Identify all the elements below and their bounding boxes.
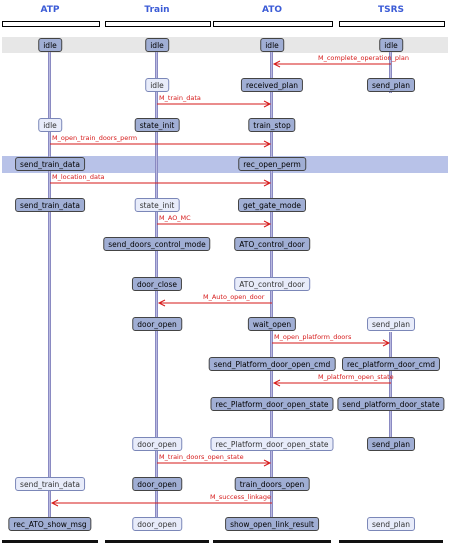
state-train-0: idle <box>145 38 169 52</box>
band-highlight <box>2 156 448 173</box>
state-tsrs-9: send_platform_door_state <box>337 397 445 411</box>
column-header-tsrs: TSRS <box>377 5 405 15</box>
message-arrowhead <box>272 379 281 387</box>
state-train-4: state_init <box>134 198 180 212</box>
state-train-2: state_init <box>134 118 180 132</box>
state-atp-3: send_train_data <box>15 157 85 171</box>
state-tsrs-10: send_plan <box>367 437 415 451</box>
state-ato-5: ATO_control_door <box>234 237 310 251</box>
message-label: M_location_data <box>52 173 105 181</box>
message-label: M_success_linkage <box>210 493 272 501</box>
message-arrowhead <box>50 499 59 507</box>
state-ato-10: rec_Platform_door_open_state <box>210 437 334 451</box>
lifeline-atp-0 <box>48 52 51 517</box>
message-arrowhead <box>382 339 391 347</box>
message-label: M_train_data <box>159 94 201 102</box>
column-top-bar-tsrs <box>339 21 445 27</box>
message-label: M_AO_MC <box>159 214 191 222</box>
state-train-6: door_close <box>131 277 183 291</box>
state-atp-11: send_train_data <box>15 477 85 491</box>
state-ato-2: train_stop <box>248 118 296 132</box>
column-top-bar-atp <box>2 21 100 27</box>
message-arrowhead <box>263 179 272 187</box>
band-idle <box>2 37 448 53</box>
state-atp-4: send_train_data <box>15 198 85 212</box>
column-bottom-bar-train <box>105 540 209 543</box>
column-top-bar-ato <box>213 21 333 27</box>
message-label: M_platform_open_state <box>318 373 394 381</box>
message-label: M_Auto_open_door <box>203 293 265 301</box>
column-bottom-bar-atp <box>2 540 98 543</box>
lifeline-tsrs-0 <box>389 52 392 93</box>
state-tsrs-8: rec_platform_door_cmd <box>342 357 440 371</box>
state-tsrs-1: send_plan <box>367 78 415 92</box>
message-arrowhead <box>157 299 166 307</box>
message-arrowhead <box>272 60 281 68</box>
state-ato-4: get_gate_mode <box>238 198 306 212</box>
state-train-12: door_open <box>132 517 182 531</box>
column-header-train: Train <box>144 5 170 15</box>
message-arrowhead <box>263 100 272 108</box>
state-tsrs-12: send_plan <box>367 517 415 531</box>
state-ato-0: idle <box>260 38 284 52</box>
state-tsrs-0: idle <box>379 38 403 52</box>
state-atp-0: idle <box>38 38 62 52</box>
column-bottom-bar-ato <box>213 540 331 543</box>
state-atp-12: rec_ATO_show_msg <box>8 517 92 531</box>
message-label: M_train_doors_open_state <box>159 453 244 461</box>
state-train-10: door_open <box>132 437 182 451</box>
lifeline-tsrs-1 <box>389 332 392 437</box>
column-header-ato: ATO <box>261 5 283 15</box>
state-ato-8: send_Platform_door_open_cmd <box>208 357 336 371</box>
message-label: M_open_train_doors_perm <box>52 134 138 142</box>
state-ato-12: show_open_link_result <box>225 517 319 531</box>
state-train-1: idle <box>145 78 169 92</box>
state-ato-11: train_doors_open <box>234 477 310 491</box>
state-train-7: door_open <box>132 317 182 331</box>
column-top-bar-train <box>105 21 211 27</box>
state-ato-3: rec_open_perm <box>238 157 306 171</box>
state-ato-1: received_plan <box>240 78 304 92</box>
state-ato-7: wait_open <box>247 317 297 331</box>
state-atp-2: idle <box>38 118 62 132</box>
column-bottom-bar-tsrs <box>339 540 443 543</box>
column-header-atp: ATP <box>40 5 60 15</box>
state-ato-9: rec_Platform_door_open_state <box>210 397 334 411</box>
state-ato-6: ATO_control_door <box>234 277 310 291</box>
message-arrowhead <box>263 459 272 467</box>
state-train-5: send_doors_control_mode <box>103 237 211 251</box>
state-tsrs-7: send_plan <box>367 317 415 331</box>
message-label: M_open_platform_doors <box>274 333 352 341</box>
message-arrowhead <box>263 220 272 228</box>
message-arrowhead <box>263 140 272 148</box>
message-label: M_complete_operation_plan <box>318 54 409 62</box>
state-train-11: door_open <box>132 477 182 491</box>
